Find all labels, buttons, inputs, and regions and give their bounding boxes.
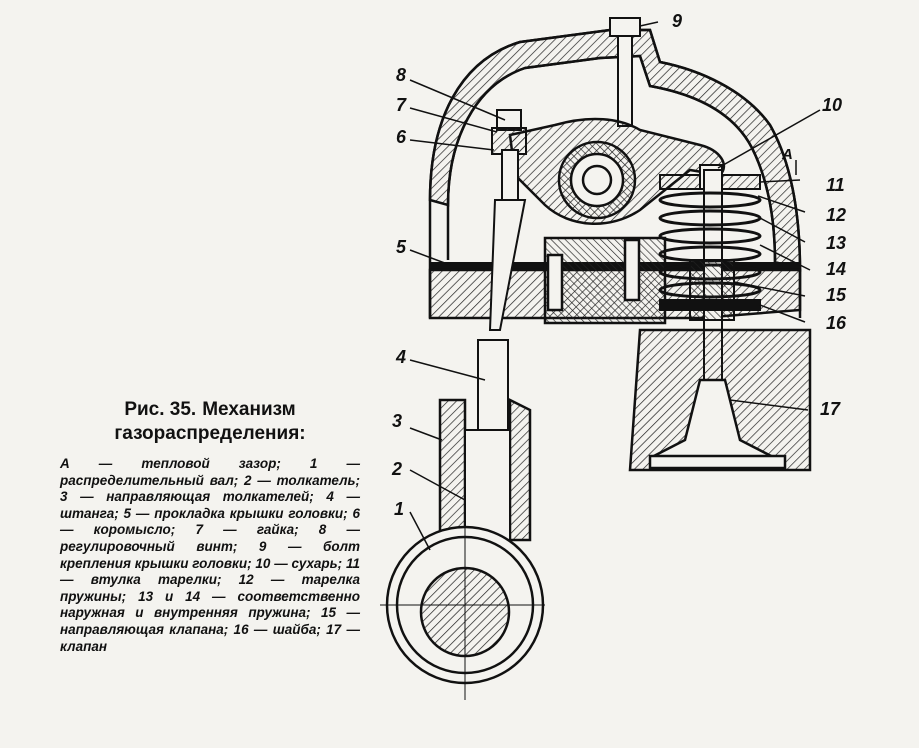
figure-caption: Рис. 35.Механизм газораспределения: А — …: [60, 398, 360, 655]
callout-3: 3: [392, 411, 403, 431]
figure-number: Рис. 35.: [124, 399, 197, 420]
figure-legend: А — тепловой зазор; 1 — распределительны…: [60, 456, 360, 654]
callout-7: 7: [396, 95, 407, 115]
callout-13: 13: [826, 233, 847, 253]
leader-lines: [409, 21, 821, 551]
callout-6: 6: [396, 127, 407, 147]
valve-head-section: [628, 328, 812, 472]
adjusting-screw: [491, 109, 527, 211]
callout-11: 11: [826, 175, 845, 195]
camshaft: [380, 510, 545, 700]
callout-9: 9: [672, 11, 683, 31]
callout-15: 15: [826, 285, 847, 305]
callout-8: 8: [396, 65, 407, 85]
figure-title: Рис. 35.Механизм газораспределения:: [60, 398, 360, 446]
callout-4: 4: [396, 347, 407, 367]
callout-14: 14: [826, 259, 847, 279]
callout-10: 10: [822, 95, 843, 115]
callout-2: 2: [392, 459, 403, 479]
head-cover: [428, 28, 802, 318]
callout-17: 17: [820, 399, 841, 419]
cover-bolt: [609, 17, 641, 127]
figure-title-text: Механизм газораспределения:: [114, 399, 306, 444]
callout-16: 16: [826, 313, 847, 333]
callout-12: 12: [826, 205, 847, 225]
callout-A: A: [782, 146, 793, 163]
callout-1: 1: [394, 499, 405, 519]
tappet-guide: [438, 397, 532, 542]
callout-5: 5: [396, 237, 407, 257]
